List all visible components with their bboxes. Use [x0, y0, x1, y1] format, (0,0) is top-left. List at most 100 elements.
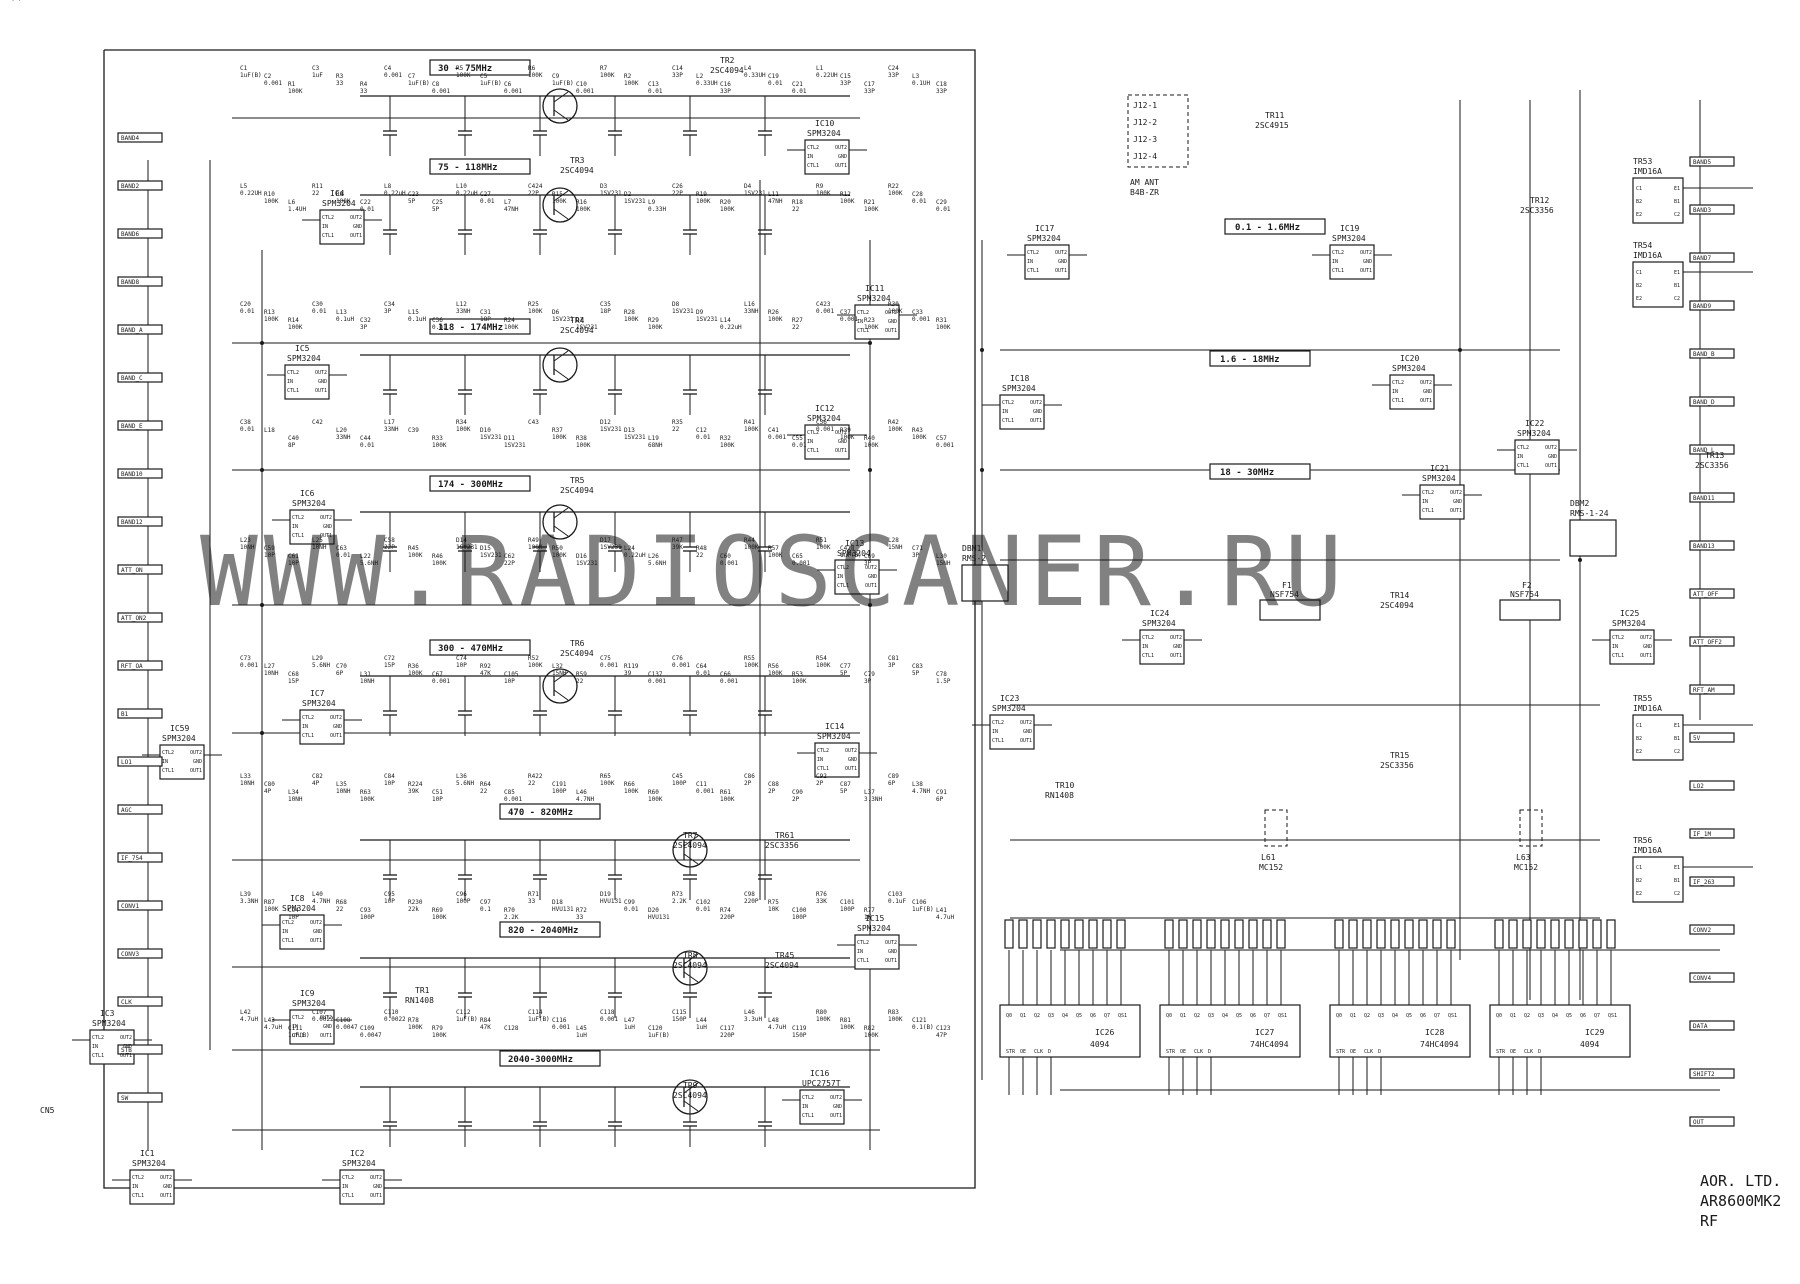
component-ref: C31 — [480, 309, 491, 316]
component-ref: C73 — [240, 655, 251, 662]
component-value: 68NH — [648, 442, 663, 449]
component-value: 0.001 — [840, 316, 858, 323]
component-value: 39 — [624, 670, 632, 677]
band-header: 18 - 30MHz — [1220, 468, 1274, 478]
component-ref: R102 — [0, 0, 15, 2]
component-ref: C75 — [600, 655, 611, 662]
pin-label: Q2 — [1524, 1013, 1530, 1019]
pin-label: C2 — [1674, 891, 1680, 897]
pin-label: Q3 — [1048, 1013, 1054, 1019]
component-label: L10.22UH — [816, 65, 838, 79]
component-value: 1SV231 — [480, 434, 502, 441]
pin-label: CTL1 — [322, 233, 334, 239]
register-output-tag — [1178, 919, 1188, 949]
ic-part: 4094 — [1580, 1040, 1599, 1049]
component-value: 22P — [528, 190, 539, 197]
band-header: 75 - 118MHz — [438, 163, 498, 173]
component-value: 4.7NH — [576, 796, 594, 803]
component-boxes — [89, 59, 1735, 1205]
component-value: 1uF(B) — [912, 906, 934, 913]
component-label: C12268P — [0, 0, 15, 2]
component-value: 1SV231 — [576, 324, 598, 331]
component-ref: R86 — [0, 0, 11, 2]
component-ref: C94 — [288, 907, 299, 914]
component-label: L61.4UH — [288, 199, 306, 213]
component-value: 100K — [288, 324, 303, 331]
ic-ref: IC6 — [300, 489, 315, 498]
net-flag — [1689, 396, 1735, 407]
component-ref: C6 — [504, 81, 512, 88]
pin-label: GND — [838, 439, 847, 445]
component-ref: R46 — [432, 553, 443, 560]
net-label: BAND11 — [1693, 495, 1715, 502]
pin-label: OUT1 — [1360, 268, 1372, 274]
pin-label: Q2 — [1034, 1013, 1040, 1019]
ic-part: 2SC4094 — [710, 66, 744, 75]
net-flag — [117, 660, 163, 671]
pin-label: GND — [1033, 409, 1042, 415]
component-ref: C16 — [720, 81, 731, 88]
net-flag — [1689, 588, 1735, 599]
ic-ref: IC27 — [1255, 1028, 1274, 1037]
net-label: BAND_A — [121, 327, 143, 334]
component-ref: R27 — [792, 317, 803, 324]
component-value: 1K — [864, 914, 872, 921]
component-ref: L47 — [624, 1017, 635, 1024]
register-output-tag — [1606, 919, 1616, 949]
pin-label: B1 — [1674, 736, 1680, 742]
component-ref: C80 — [264, 781, 275, 788]
pin-label: Q2 — [1364, 1013, 1370, 1019]
component-value: 1.4UH — [288, 206, 306, 213]
pin-label: CTL1 — [1392, 398, 1404, 404]
component-value: 33P — [840, 80, 851, 87]
switch-ic-ic10 — [804, 139, 850, 175]
component-value: 3P — [0, 0, 8, 2]
component-ref: C96 — [456, 891, 467, 898]
component-value: 100K — [648, 324, 663, 331]
pin-label: CTL1 — [992, 738, 1004, 744]
component-value: 0.001 — [504, 88, 522, 95]
component-value: 100P — [840, 906, 855, 913]
component-value: 1SV231 — [624, 198, 646, 205]
component-ref: C57 — [936, 435, 947, 442]
component-ref: C19 — [768, 73, 779, 80]
component-value: 100K — [888, 426, 903, 433]
component-value: 68P — [0, 0, 11, 2]
component-ref: R76 — [816, 891, 827, 898]
component-value: 100K — [528, 544, 543, 551]
net-flag — [117, 612, 163, 623]
component-label: C1443P — [0, 0, 15, 2]
component-value: 2.2K — [672, 898, 687, 905]
component-ref: C90 — [792, 789, 803, 796]
net-flag — [117, 516, 163, 527]
component-label: L541uH — [0, 0, 11, 2]
component-value: 0.01 — [696, 906, 711, 913]
component-ref: C132 — [0, 0, 15, 2]
ic-part: SPM3204 — [292, 499, 326, 508]
pin-label: GND — [323, 1024, 332, 1030]
component-value: 100P — [672, 780, 687, 787]
pin-label: QS1 — [1608, 1013, 1617, 1019]
ic-part: 2SC3356 — [765, 841, 799, 850]
pin-label: OUT2 — [310, 920, 322, 926]
component-value: 0.1uF — [888, 898, 906, 905]
component-value: 100K — [0, 0, 15, 2]
pin-label: B2 — [1636, 878, 1642, 884]
component-ref: L10 — [456, 183, 467, 190]
